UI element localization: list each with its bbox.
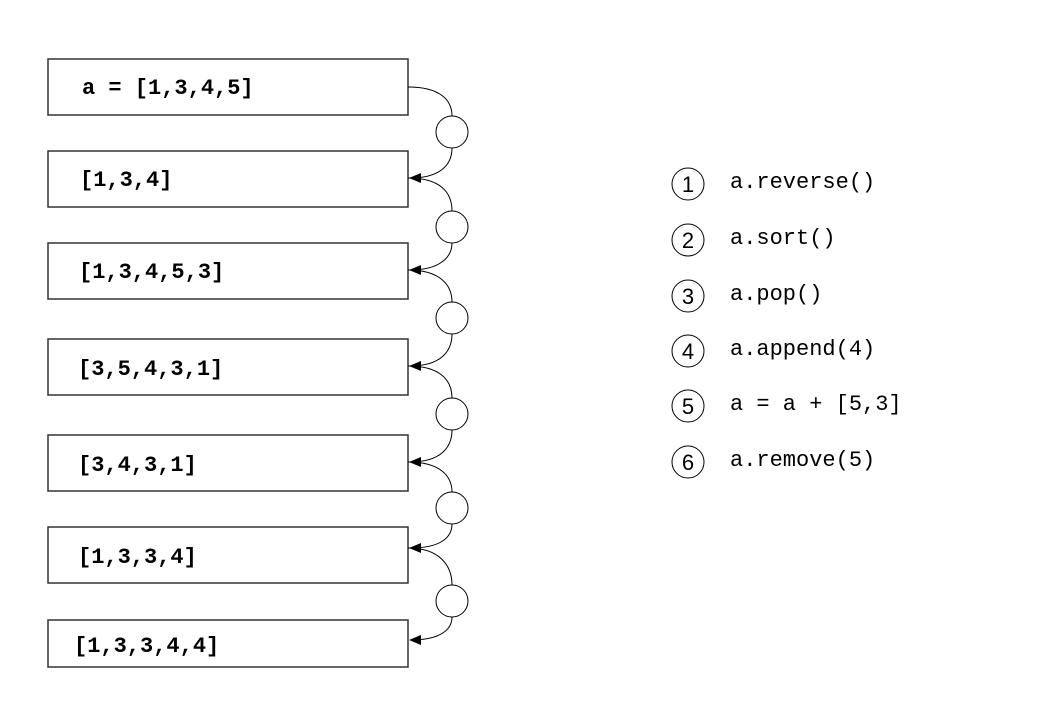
answer-slot-5[interactable] <box>435 491 469 525</box>
answer-slot-6[interactable] <box>435 584 469 618</box>
option-5: 5 a = a + [5,3] <box>671 389 902 423</box>
option-code-6: a.remove(5) <box>730 448 875 473</box>
transition-2 <box>408 177 469 270</box>
option-code-2: a.sort() <box>730 226 836 251</box>
option-number-1: 1 <box>682 172 694 197</box>
option-4: 4 a.append(4) <box>671 334 875 368</box>
answer-slot-2[interactable] <box>435 210 469 244</box>
state-box-5: [1,3,3,4] <box>47 526 409 584</box>
option-number-5: 5 <box>682 394 694 419</box>
option-number-circle-5 <box>671 389 705 423</box>
state-box-3: [3,5,4,3,1] <box>47 338 409 396</box>
transition-5 <box>408 461 469 548</box>
state-label-4: [3,4,3,1] <box>78 453 197 478</box>
option-2: 2 a.sort() <box>671 223 836 257</box>
option-code-1: a.reverse() <box>730 170 875 195</box>
state-label-3: [3,5,4,3,1] <box>78 357 223 382</box>
option-code-5: a = a + [5,3] <box>730 392 902 417</box>
state-box-0: a = [1,3,4,5] <box>47 58 409 116</box>
option-number-circle-4 <box>671 334 705 368</box>
answer-slot-1[interactable] <box>435 115 469 149</box>
option-1: 1 a.reverse() <box>671 167 875 201</box>
state-label-2: [1,3,4,5,3] <box>79 260 224 285</box>
state-label-1: [1,3,4] <box>80 168 172 193</box>
option-6: 6 a.remove(5) <box>671 445 875 479</box>
answer-slot-4[interactable] <box>435 397 469 431</box>
option-number-6: 6 <box>682 450 694 475</box>
state-label-5: [1,3,3,4] <box>78 545 197 570</box>
transition-1 <box>408 86 469 178</box>
transition-6 <box>408 547 469 640</box>
option-number-2: 2 <box>682 228 694 253</box>
option-code-4: a.append(4) <box>730 337 875 362</box>
option-number-circle-6 <box>671 445 705 479</box>
options-list: 1 a.reverse() 2 a.sort() 3 a.pop() 4 a.a… <box>671 167 902 479</box>
state-label-6: [1,3,3,4,4] <box>74 634 219 659</box>
transition-4 <box>408 365 469 462</box>
option-3: 3 a.pop() <box>671 279 822 313</box>
state-box-4: [3,4,3,1] <box>47 434 409 492</box>
option-number-circle-1 <box>671 167 705 201</box>
state-label-0: a = [1,3,4,5] <box>82 76 254 101</box>
state-box-2: [1,3,4,5,3] <box>47 242 409 300</box>
option-number-4: 4 <box>682 339 694 364</box>
option-number-3: 3 <box>682 284 694 309</box>
transition-3 <box>408 269 469 366</box>
state-box-6: [1,3,3,4,4] <box>47 619 409 668</box>
option-number-circle-2 <box>671 223 705 257</box>
option-code-3: a.pop() <box>730 282 822 307</box>
state-box-1: [1,3,4] <box>47 150 409 208</box>
answer-slot-3[interactable] <box>435 301 469 335</box>
option-number-circle-3 <box>671 279 705 313</box>
